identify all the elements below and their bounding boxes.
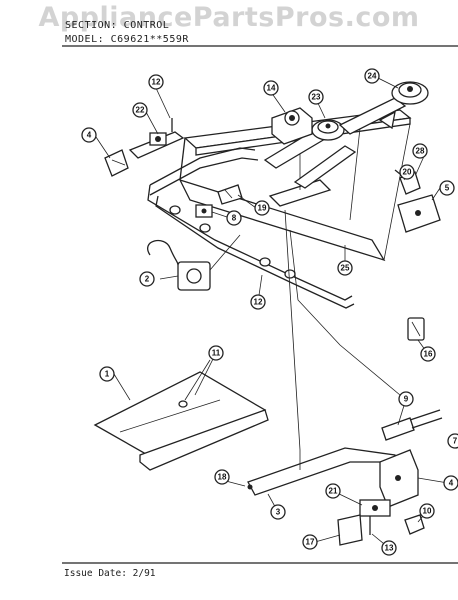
- callout-7: 7: [447, 433, 458, 449]
- callout-14: 14: [263, 80, 279, 96]
- heat-shield-part: [93, 359, 269, 471]
- svg-text:28: 28: [416, 147, 425, 156]
- valve-9-part: [381, 409, 443, 441]
- svg-text:20: 20: [403, 168, 412, 177]
- bracket-4-part: [379, 449, 419, 508]
- callout-1: 1: [99, 366, 115, 382]
- svg-text:1: 1: [105, 370, 110, 379]
- svg-text:4: 4: [449, 479, 454, 488]
- svg-text:3: 3: [276, 508, 281, 517]
- ignitor-16-part: [407, 317, 425, 341]
- callout-10: 10: [419, 503, 435, 519]
- callout-16: 16: [420, 346, 436, 362]
- svg-text:13: 13: [385, 544, 394, 553]
- bracket-5-part: [104, 149, 129, 177]
- callout-23: 23: [308, 89, 324, 105]
- svg-text:12: 12: [152, 78, 161, 87]
- svg-text:12: 12: [254, 298, 263, 307]
- callout-18: 18: [214, 469, 230, 485]
- callout-19: 19: [254, 200, 270, 216]
- bracket-17-part: [337, 514, 363, 546]
- valve-21-part: [359, 499, 391, 535]
- callout-2: 2: [139, 271, 155, 287]
- callout-21: 21: [325, 483, 341, 499]
- bracket-6-part: [397, 194, 441, 233]
- callout-15: 12: [148, 74, 164, 90]
- svg-text:2: 2: [145, 275, 150, 284]
- svg-text:14: 14: [267, 84, 276, 93]
- manifold-pipe-part: [147, 147, 355, 309]
- regulator-part: [271, 107, 313, 145]
- callout-12: 12: [250, 294, 266, 310]
- callout-6: 5: [439, 180, 455, 196]
- svg-text:7: 7: [453, 437, 458, 446]
- svg-text:5: 5: [445, 184, 450, 193]
- svg-text:19: 19: [258, 204, 267, 213]
- burner-23-part: [263, 119, 357, 189]
- callout-20: 20: [399, 164, 415, 180]
- callout-11: 11: [208, 345, 224, 361]
- watermark-text: AppliancePartsPros.com: [38, 2, 420, 33]
- valve-22-part: [128, 118, 185, 159]
- callout-17: 17: [302, 534, 318, 550]
- callout-25: 25: [337, 260, 353, 276]
- callout-8: 8: [226, 210, 242, 226]
- callout-22: 22: [132, 102, 148, 118]
- svg-text:25: 25: [341, 264, 350, 273]
- burner-24-part: [338, 81, 429, 135]
- thermostat-part: [147, 234, 241, 291]
- callout-4: 4: [443, 475, 458, 491]
- section-label: SECTION: CONTROL: [65, 20, 170, 31]
- callout-3: 3: [270, 504, 286, 520]
- svg-text:8: 8: [232, 214, 237, 223]
- svg-text:23: 23: [312, 93, 321, 102]
- svg-text:11: 11: [212, 349, 221, 358]
- bracket-3-part: [247, 447, 402, 496]
- callout-5: 4: [81, 127, 97, 143]
- svg-text:24: 24: [368, 72, 377, 81]
- callout-24: 24: [364, 68, 380, 84]
- svg-text:21: 21: [329, 487, 338, 496]
- callout-9: 9: [398, 391, 414, 407]
- svg-text:16: 16: [424, 350, 433, 359]
- svg-text:10: 10: [423, 507, 432, 516]
- svg-text:4: 4: [87, 131, 92, 140]
- svg-text:22: 22: [136, 106, 145, 115]
- valve-8-part: [195, 204, 213, 218]
- callout-28: 28: [412, 143, 428, 159]
- issue-date: Issue Date: 2/91: [64, 568, 156, 579]
- svg-text:9: 9: [404, 395, 409, 404]
- fitting-10-part: [404, 514, 425, 535]
- svg-text:17: 17: [306, 538, 315, 547]
- callout-13: 13: [381, 540, 397, 556]
- svg-text:18: 18: [218, 473, 227, 482]
- model-label: MODEL: C69621**559R: [65, 34, 189, 45]
